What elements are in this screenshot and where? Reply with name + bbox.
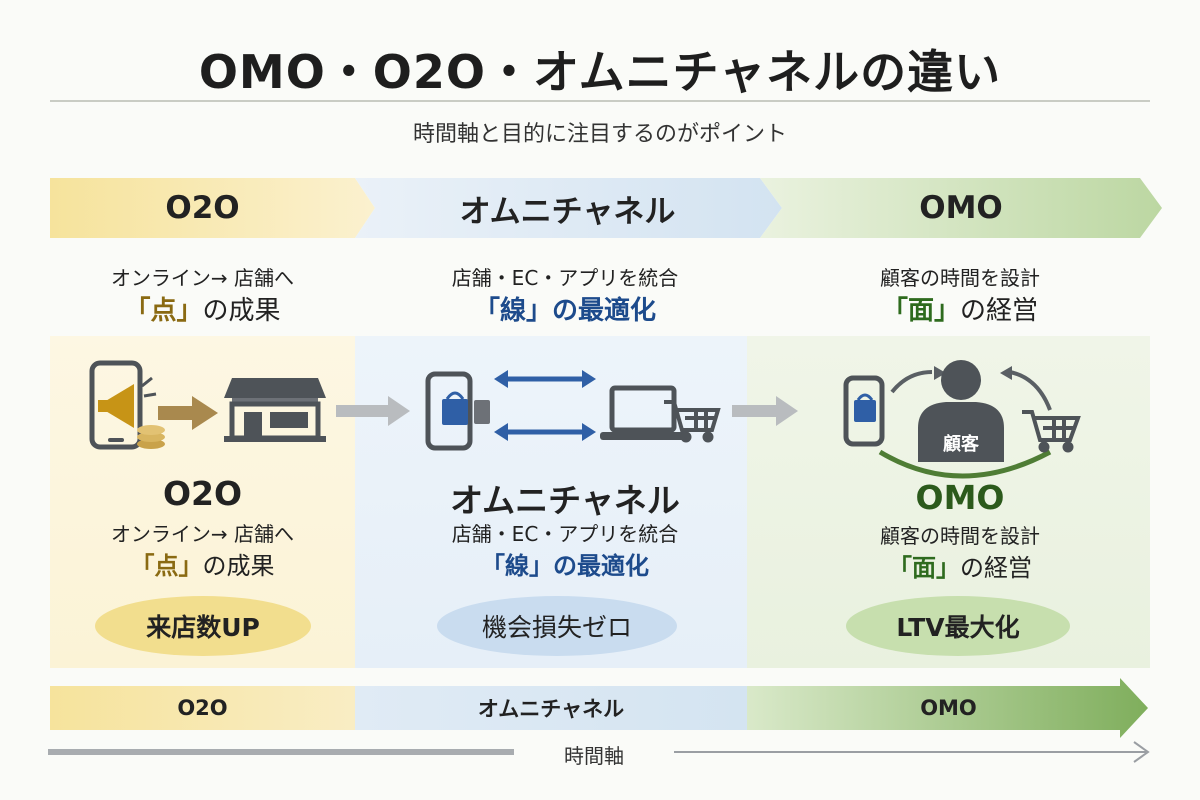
timeline-label-o2o: O2O [177,696,228,720]
cycle-arrows-icon [890,366,1052,411]
panel-o2o-line2: 「点」の成果 [130,552,275,580]
time-axis-label: 時間軸 [514,740,674,769]
title-divider [50,100,1150,102]
header-o2o: O2O [165,190,240,226]
desc-o2o-line1: オンライン→ 店舗へ [110,266,295,290]
header-segment-omo [760,178,1162,238]
pill-o2o-bg [95,596,311,656]
header-omo: OMO [919,190,1003,226]
header-omni: オムニチャネル [459,193,676,230]
panel-title-omo: OMO [915,478,1005,517]
arrow-right-icon [158,396,218,430]
desc-omo-line2: 「面」の経営 [881,296,1039,326]
customer-label: 顧客 [943,434,979,455]
phone-bag-icon [425,371,490,451]
customer-icon [918,360,1004,462]
timeline-segment-omo [747,678,1148,738]
timeline-label-omo: OMO [920,696,977,720]
pill-omo-bg [846,596,1070,656]
phone-megaphone-icon [89,360,157,450]
cycle-arrows-icon [878,449,1052,479]
timeline-segment-o2o [50,686,355,730]
sync-arrows-icon [494,370,596,441]
timeline-segment-omni [355,686,747,730]
panel-omni-line1: 店舗・EC・アプリを統合 [451,522,679,546]
header-segment-omni [355,178,782,238]
flow-arrow-icon [732,396,798,426]
panel-title-o2o: O2O [162,474,243,513]
desc-omni-line2: 「線」の最適化 [473,296,657,326]
desc-omni-line1: 店舗・EC・アプリを統合 [451,266,679,290]
timeline-label-omni: オムニチャネル [477,697,625,721]
header-segment-o2o [50,178,375,238]
cart-icon [1022,410,1081,453]
pill-o2o: 来店数UP [146,613,260,642]
phone-bag-icon [843,375,885,447]
panel-omo-line1: 顧客の時間を設計 [880,524,1040,548]
time-axis [48,741,1150,763]
panel-omni-line2: 「線」の最適化 [481,552,649,580]
store-icon [224,378,326,442]
coins-icon [137,425,165,449]
panel-title-omni: オムニチャネル [450,481,680,520]
keyword-omni: 「線」 [473,296,552,326]
panel-o2o-line1: オンライン→ 店舗へ [110,522,295,546]
desc-o2o-line2: 「点」の成果 [124,296,281,326]
flow-arrow-icon [336,396,410,426]
page-subtitle: 時間軸と目的に注目するのがポイント [412,122,787,147]
page-title: OMO・O2O・オムニチャネルの違い [198,45,1002,99]
panel-omo-line2: 「面」の経営 [888,554,1032,582]
pill-omo: LTV最大化 [896,613,1020,642]
keyword-o2o: 「点」 [124,296,203,326]
cart-icon [664,400,721,443]
pill-omni: 機会損失ゼロ [481,613,632,642]
pill-omni-bg [437,596,677,656]
desc-omo-line1: 顧客の時間を設計 [880,266,1040,290]
keyword-omo: 「面」 [881,296,960,326]
